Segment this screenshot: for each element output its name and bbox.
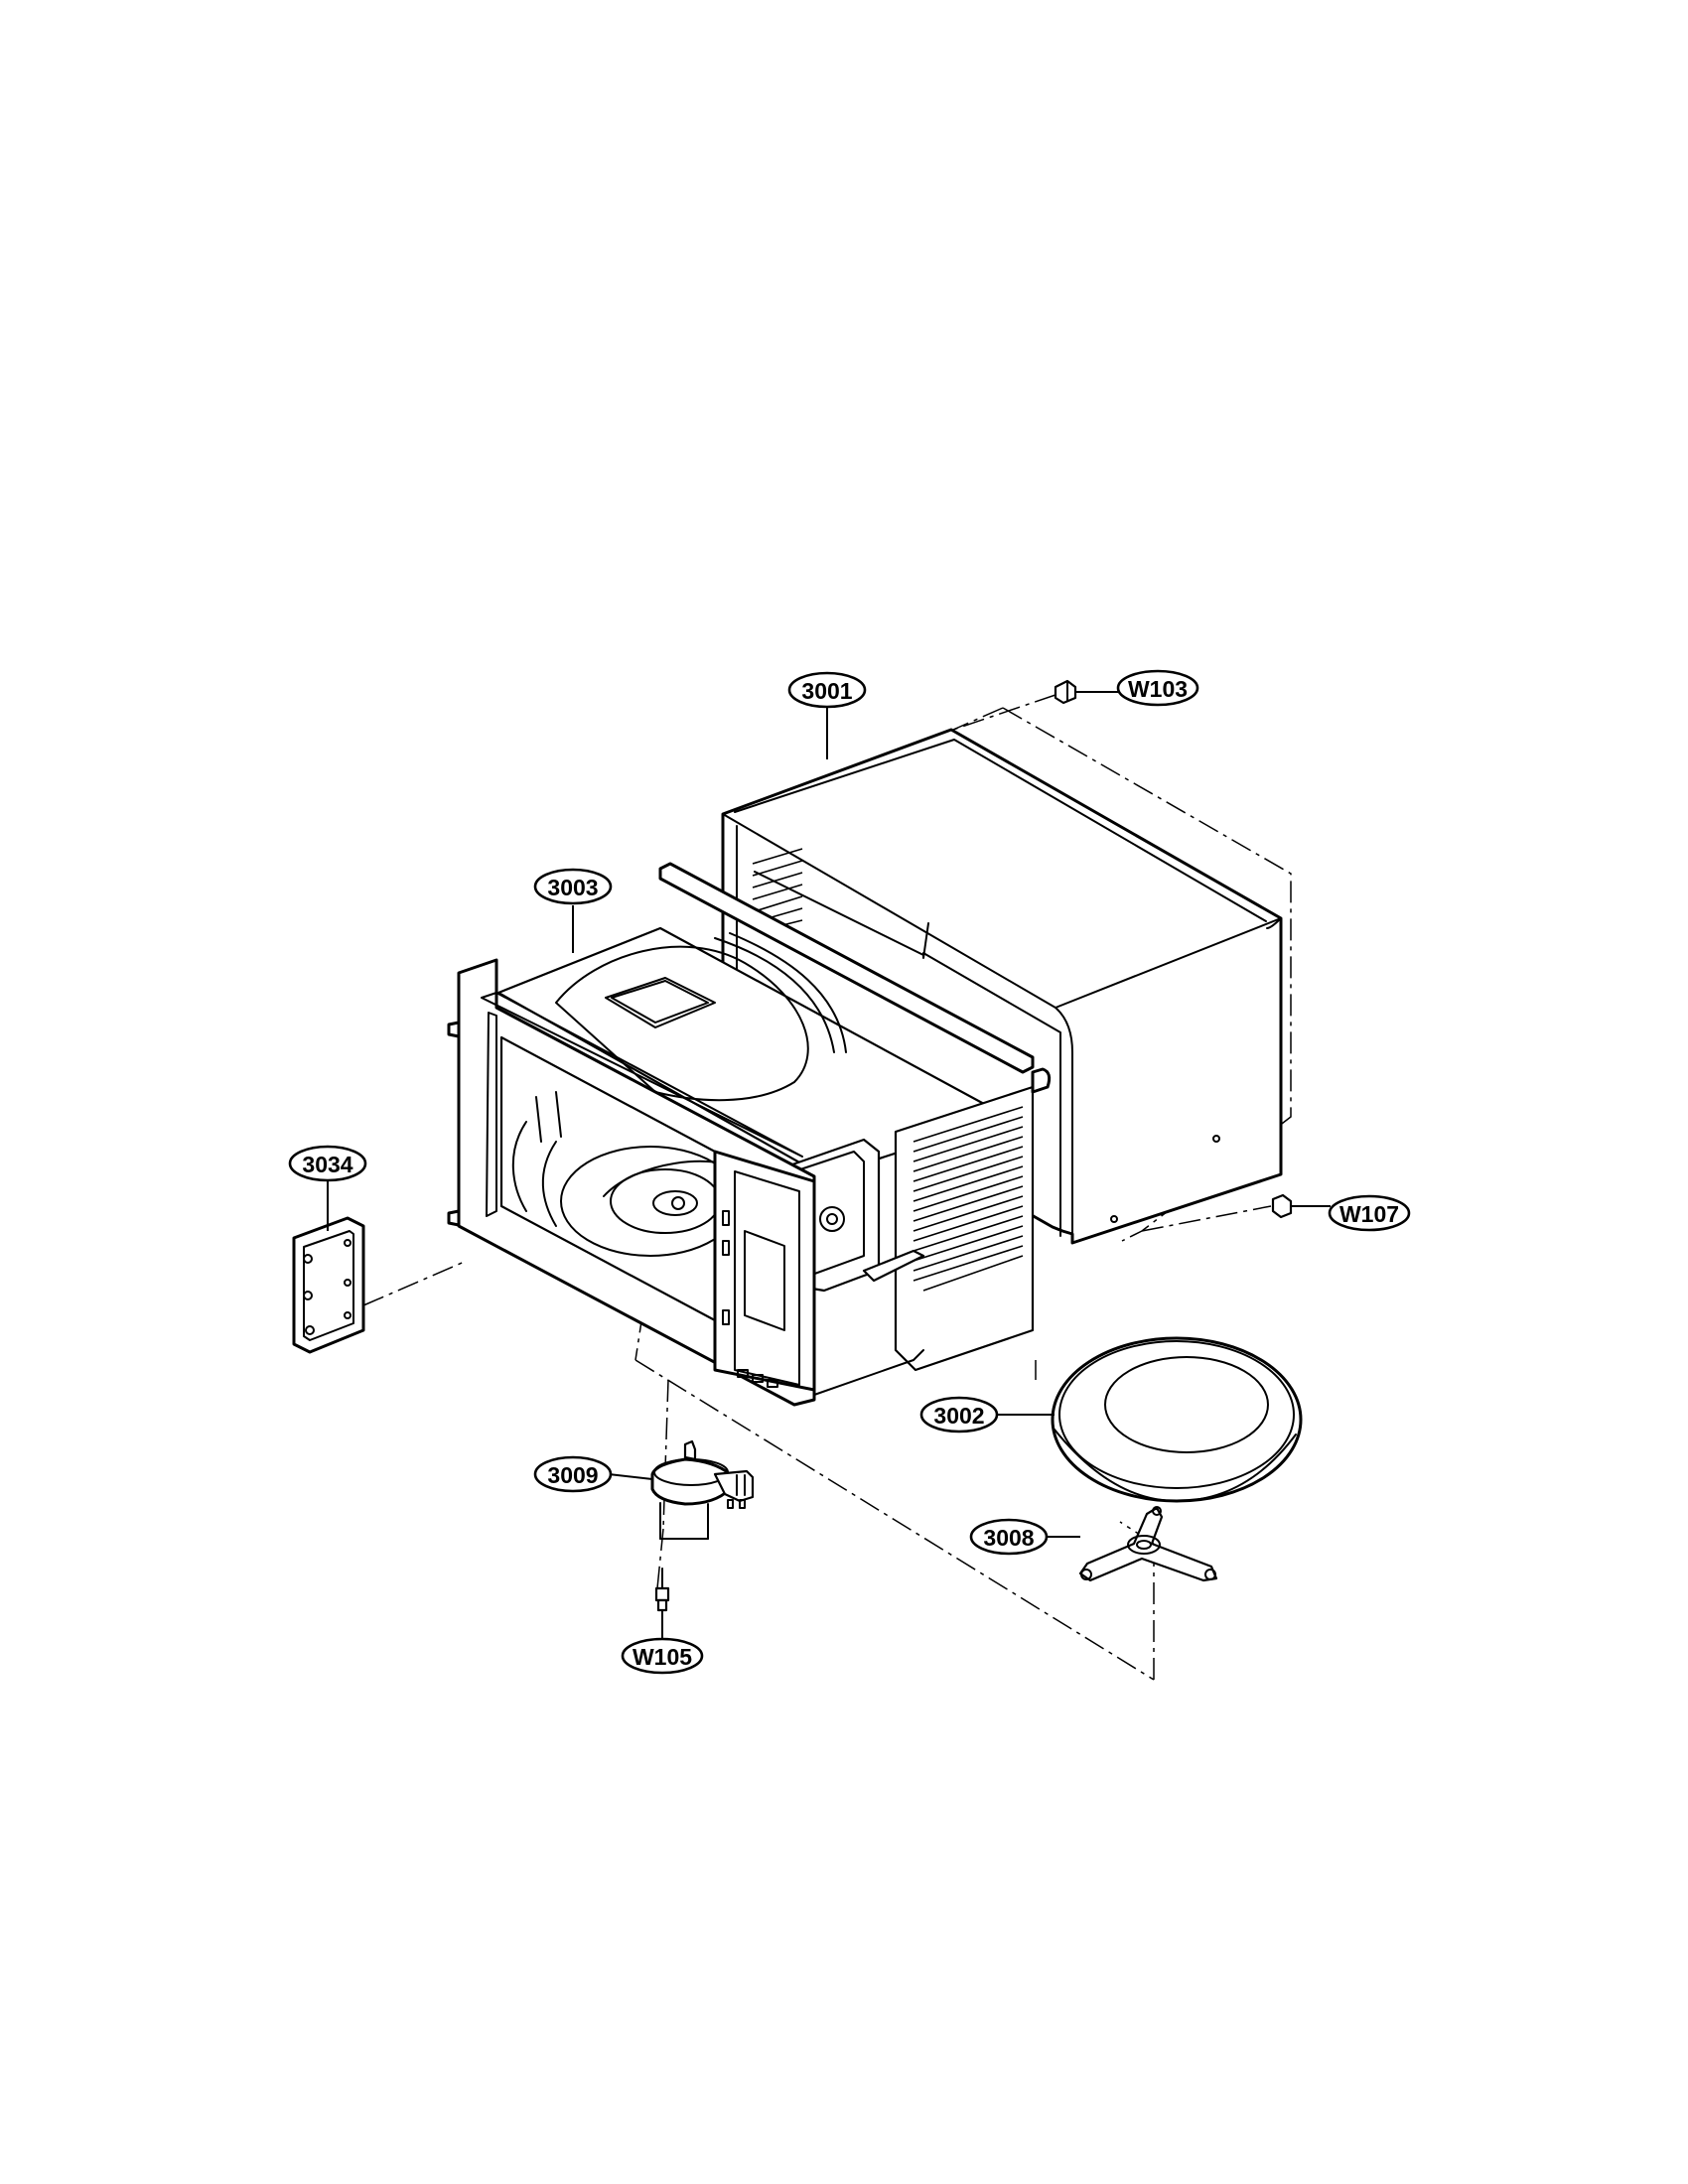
oven-cavity-assembly [447,862,1052,1407]
callout-3002-label: 3002 [933,1403,984,1429]
callout-W103: W103 [1116,669,1199,707]
callout-3003-label: 3003 [547,875,598,900]
callout-3001: 3001 [787,671,867,709]
turntable-motor [650,1439,755,1540]
screw-motor [654,1568,670,1612]
side-panel-perforation [913,1106,1024,1292]
callout-3009: 3009 [533,1455,613,1493]
screw-top [1054,679,1093,705]
callout-3008: 3008 [969,1518,1049,1556]
callout-3034-label: 3034 [302,1152,352,1177]
glass-turntable-tray [1051,1336,1303,1503]
turntable-roller-support [1078,1506,1218,1582]
leader-lines [327,691,1331,1638]
waveguide-cover [292,1216,365,1354]
callout-3034: 3034 [288,1145,367,1182]
callout-W105: W105 [621,1637,704,1675]
callout-3001-label: 3001 [801,678,852,704]
screw-side [1271,1193,1310,1219]
callout-W105-label: W105 [633,1644,692,1670]
callout-W107: W107 [1328,1194,1411,1232]
callout-3009-label: 3009 [547,1462,598,1488]
callout-W103-label: W103 [1128,676,1188,702]
callout-3008-label: 3008 [983,1525,1034,1551]
callout-W107-label: W107 [1339,1201,1399,1227]
callout-3002: 3002 [919,1396,999,1433]
callout-3003: 3003 [533,868,613,905]
